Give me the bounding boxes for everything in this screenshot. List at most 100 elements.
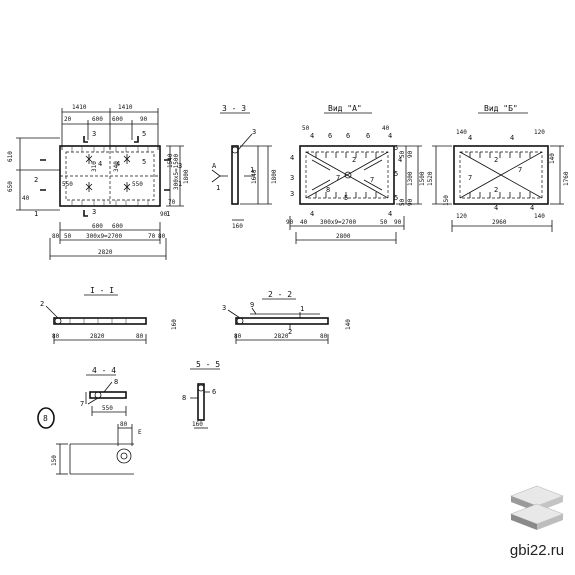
section-2-2-label-1: 1: [300, 305, 304, 313]
section-5-5-title: 5 - 5: [196, 360, 220, 369]
plan-label-550-left: 550: [62, 181, 73, 188]
view-a-label-6b: 6: [346, 132, 350, 140]
plan-dim-top-3: 600: [92, 116, 103, 123]
section-4-4-label-7: 7: [80, 400, 84, 408]
view-b-label-4c: 4: [494, 204, 498, 212]
plan-dim-left-2: 650: [7, 181, 14, 192]
plan-cut-1-left: 1: [34, 210, 38, 218]
view-a-label-4d: 4: [398, 156, 402, 164]
section-2-2-dim-2820: 2820: [274, 333, 289, 340]
plan-cut-5-right: 5: [142, 158, 146, 166]
section-4-4-title: 4 - 4: [92, 366, 116, 375]
view-b-dim-120a: 120: [534, 129, 545, 136]
view-a-bdim-5: 90: [394, 219, 402, 226]
plan-cut-4-left: 4: [98, 160, 102, 168]
view-b-label-2b: 2: [494, 186, 498, 194]
section-1-1: I - I 2 80 2820 80 160: [40, 286, 178, 344]
view-b-dim-140c: 140: [549, 153, 556, 164]
watermark: gbi22.ru: [507, 482, 567, 559]
view-a-rdim-5: 50: [399, 198, 406, 206]
section-1-1-dim-80b: 80: [136, 333, 144, 340]
plan-dim-right-3: 1540: [167, 153, 174, 168]
view-b-dim-150: 150: [443, 195, 450, 206]
view-a-label-8: 8: [326, 186, 330, 194]
plan-label-340: 340: [113, 161, 120, 172]
section-3-3-label-a: A: [212, 162, 217, 170]
view-a-label-4a: 4: [310, 132, 314, 140]
section-5-5-label-6: 6: [212, 388, 216, 396]
plan-dim-top-2: 1410: [118, 104, 133, 111]
detail-8-marker: 8: [43, 414, 48, 423]
view-a-tdim-1: 40: [382, 125, 390, 132]
detail-8-dim-150: 150: [51, 455, 58, 466]
view-a-label-2: 2: [352, 156, 356, 164]
plan-dim-right-4: 90: [160, 211, 168, 218]
watermark-text: gbi22.ru: [509, 542, 565, 559]
plan-cut-3-top: 3: [92, 130, 96, 138]
section-2-2: 2 - 2 3 9 2 1 80 2820 80 140: [222, 290, 352, 344]
stacked-slabs-icon: [510, 485, 564, 530]
view-a-title: Вид "A": [328, 104, 362, 113]
view-b-label-4a: 4: [468, 134, 472, 142]
view-b-label-4b: 4: [510, 134, 514, 142]
view-a-label-6a: 6: [328, 132, 332, 140]
section-2-2-dim-140: 140: [345, 319, 352, 330]
view-a-label-7a: 7: [336, 174, 340, 182]
plan-dim-bottom-3: 80: [52, 233, 60, 240]
section-3-3-label-3: 3: [252, 128, 256, 136]
plan-dim-bottom-6: 70: [148, 233, 156, 240]
detail-8: 8 150 80 E: [37, 407, 142, 475]
plan-dim-top-1: 1410: [72, 104, 87, 111]
plan-dim-bottom-5: 300x9=2700: [86, 233, 123, 240]
detail-8-dim-80: 80: [120, 421, 128, 428]
view-a-rdim-6: 90: [407, 198, 414, 206]
view-b-label-2a: 2: [494, 156, 498, 164]
section-2-2-dim-80b: 80: [320, 333, 328, 340]
section-5-5: 5 - 5 8 6 160: [182, 360, 220, 429]
section-3-3-dim-1640: 1640: [251, 169, 258, 184]
section-4-4-label-8: 8: [114, 378, 118, 386]
section-1-1-title: I - I: [90, 286, 114, 295]
plan-label-2: 2: [34, 176, 38, 184]
view-b-label-7a: 7: [518, 166, 522, 174]
section-2-2-label-9: 9: [250, 301, 254, 309]
view-a-label-5a: 5: [394, 144, 398, 152]
view-b-dim-2960: 2960: [492, 219, 507, 226]
view-a-tdim-2: 50: [302, 125, 310, 132]
view-a-bdim-6: 2800: [336, 233, 351, 240]
section-3-3-dim-1800: 1800: [271, 169, 278, 184]
view-a-label-7b: 7: [370, 176, 374, 184]
section-3-3-title: 3 - 3: [222, 104, 246, 113]
plan-dim-left-1: 610: [7, 151, 14, 162]
plan-dim-top-5: 90: [140, 116, 148, 123]
view-b-dim-1760: 1760: [563, 171, 570, 186]
plan-dim-right-1: 1800: [183, 169, 190, 184]
section-5-5-dim-160: 160: [192, 421, 203, 428]
plan-dim-bottom-4: 50: [64, 233, 72, 240]
section-3-3: 3 - 3 3 A 1 1 1640 1800 160: [211, 104, 278, 230]
section-3-3-label-1b: 1: [250, 166, 254, 174]
view-b-label-7b: 7: [468, 174, 472, 182]
view-a-label-3a: 3: [290, 174, 294, 182]
plan-dim-bottom-2: 600: [112, 223, 123, 230]
plan-view: 1410 1410 600 600 90 20 610 650 40: [7, 104, 190, 260]
plan-dim-right-5: 70: [168, 199, 176, 206]
view-b-title: Вид "Б": [484, 104, 518, 113]
view-a-bdim-3: 300x9=2700: [320, 219, 357, 226]
plan-dim-top-4: 600: [112, 116, 123, 123]
view-a-bdim-2: 40: [300, 219, 308, 226]
section-4-4: 4 - 4 8 7 550: [80, 366, 127, 416]
section-3-3-dim-160: 160: [232, 223, 243, 230]
plan-cut-4-right: 4: [116, 160, 120, 168]
view-a-rdim-4: 1500: [419, 171, 426, 186]
view-b: Вид "Б" 4 4 4 4 2 2 7 7 140 120 150 140 …: [427, 104, 570, 232]
view-a-label-5d: 5: [344, 194, 348, 202]
view-a-label-4c: 4: [290, 154, 294, 162]
plan-dim-left-3: 40: [22, 195, 30, 202]
view-b-dim-120b: 120: [456, 213, 467, 220]
plan-dim-bottom-7: 80: [158, 233, 166, 240]
section-1-1-dim-80a: 80: [52, 333, 60, 340]
view-b-label-4d: 4: [530, 204, 534, 212]
view-a-label-3b: 3: [290, 190, 294, 198]
